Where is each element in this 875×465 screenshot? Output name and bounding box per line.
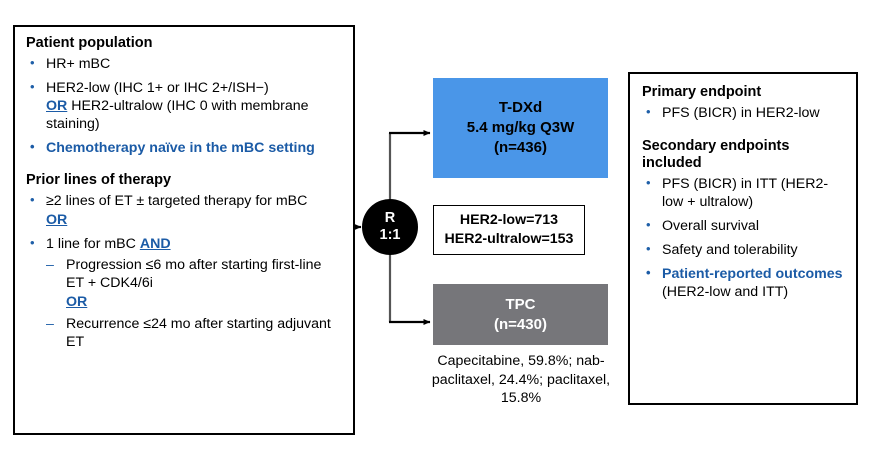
- randomization-ratio: 1:1: [379, 227, 401, 243]
- criterion-text: Chemotherapy naïve in the mBC setting: [46, 139, 315, 156]
- arm-name: TPC: [505, 295, 536, 313]
- list-item-one-line: 1 line for mBC AND Progression ≤6 mo aft…: [26, 235, 343, 352]
- keyword-or: OR: [46, 212, 68, 229]
- arm-dose: 5.4 mg/kg Q3W: [466, 119, 575, 137]
- endpoint-text: PFS (BICR) in HER2-low: [662, 104, 820, 121]
- enrollment-her2-low: HER2-low=713: [459, 211, 559, 228]
- criterion-text: 1 line for mBC: [46, 236, 140, 253]
- treatment-arm-tpc: TPC (n=430): [433, 284, 608, 345]
- list-item-pfs-her2-low: PFS (BICR) in HER2-low: [642, 104, 848, 123]
- criterion-text: Progression ≤6 mo after starting first-l…: [66, 257, 322, 291]
- prior-lines-heading: Prior lines of therapy: [26, 172, 172, 189]
- list-item-safety-tolerability: Safety and tolerability: [642, 241, 848, 260]
- randomization-label: R: [384, 210, 396, 227]
- list-item-patient-reported-outcomes: Patient-reported outcomes (HER2-low and …: [642, 265, 848, 302]
- patient-population-heading: Patient population: [26, 35, 153, 51]
- list-item-hr-mbc: HR+ mBC: [26, 55, 343, 74]
- endpoint-text: Safety and tolerability: [662, 241, 798, 258]
- keyword-or: OR: [46, 97, 68, 114]
- keyword-and: AND: [139, 236, 171, 253]
- list-item-recurrence: Recurrence ≤24 mo after starting adjuvan…: [46, 316, 343, 352]
- primary-endpoint-list: PFS (BICR) in HER2-low: [642, 104, 848, 123]
- enrollment-counts-box: HER2-low=713 HER2-ultralow=153: [433, 205, 585, 255]
- randomization-node: R 1:1: [362, 199, 418, 255]
- treatment-arm-tdxd: T-DXd 5.4 mg/kg Q3W (n=436): [433, 78, 608, 178]
- arm-sample-size: (n=430): [494, 315, 547, 333]
- secondary-endpoint-list: PFS (BICR) in ITT (HER2-low + ultralow) …: [642, 175, 848, 302]
- prior-lines-list: ≥2 lines of ET ± targeted therapy for mB…: [26, 192, 343, 352]
- list-item-two-plus-lines: ≥2 lines of ET ± targeted therapy for mB…: [26, 192, 343, 230]
- criterion-text: HER2-low (IHC 1+ or IHC 2+/ISH−): [46, 79, 269, 96]
- enrollment-her2-ultralow: HER2-ultralow=153: [444, 231, 574, 247]
- endpoints-panel: Primary endpoint PFS (BICR) in HER2-low …: [628, 72, 858, 405]
- primary-endpoint-heading: Primary endpoint: [642, 84, 762, 100]
- criterion-text-continued: HER2-ultralow (IHC 0 with membrane stain…: [46, 97, 309, 132]
- list-item-her2-status: HER2-low (IHC 1+ or IHC 2+/ISH−) OR HER2…: [26, 79, 343, 134]
- eligibility-panel: Patient population HR+ mBC HER2-low (IHC…: [13, 25, 355, 435]
- prior-lines-sublist: Progression ≤6 mo after starting first-l…: [46, 257, 343, 352]
- endpoint-text: Patient-reported outcomes: [662, 265, 843, 282]
- list-item-overall-survival: Overall survival: [642, 217, 848, 236]
- secondary-endpoints-heading: Secondary endpoints included: [642, 137, 790, 172]
- criterion-text: HR+ mBC: [46, 55, 111, 72]
- endpoint-subtext: (HER2-low and ITT): [662, 283, 789, 300]
- patient-population-list: HR+ mBC HER2-low (IHC 1+ or IHC 2+/ISH−)…: [26, 55, 343, 158]
- endpoint-text: Overall survival: [662, 217, 759, 234]
- list-item-chemo-naive: Chemotherapy naïve in the mBC setting: [26, 139, 343, 158]
- arm-name: T-DXd: [498, 99, 543, 117]
- endpoint-text: PFS (BICR) in ITT (HER2-low + ultralow): [662, 176, 829, 210]
- list-item-progression: Progression ≤6 mo after starting first-l…: [46, 257, 343, 312]
- list-item-pfs-itt: PFS (BICR) in ITT (HER2-low + ultralow): [642, 175, 848, 212]
- keyword-or: OR: [66, 293, 88, 310]
- tpc-regimen-breakdown: Capecitabine, 59.8%; nab-paclitaxel, 24.…: [431, 353, 611, 407]
- arm-sample-size: (n=436): [494, 138, 547, 156]
- criterion-text: Recurrence ≤24 mo after starting adjuvan…: [66, 315, 331, 350]
- criterion-text: ≥2 lines of ET ± targeted therapy for mB…: [46, 193, 308, 210]
